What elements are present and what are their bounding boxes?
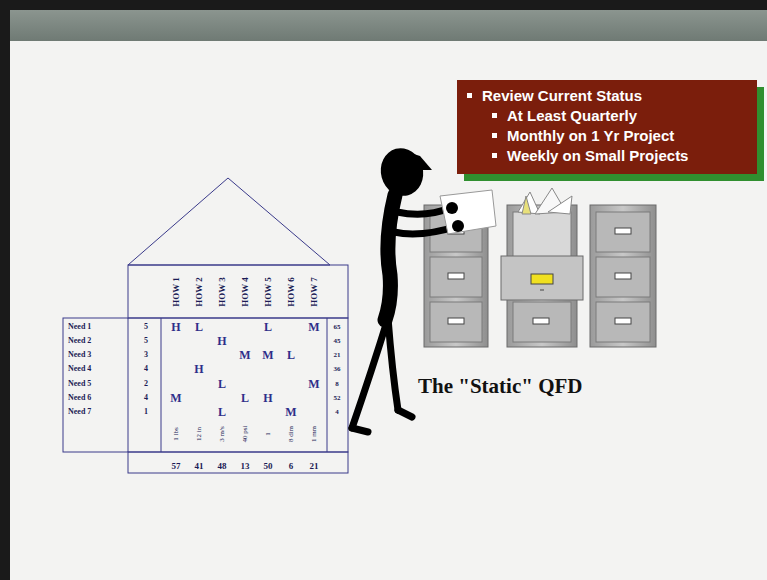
row-score: 36 xyxy=(334,366,341,373)
target-value: 1 mm xyxy=(311,426,318,442)
bullet-mark xyxy=(492,113,497,118)
row-score: 21 xyxy=(334,352,341,359)
column-score: 21 xyxy=(310,462,319,471)
relationship-symbol: L xyxy=(218,378,226,390)
bullet-row: At Least Quarterly xyxy=(467,106,747,126)
column-score: 41 xyxy=(195,462,204,471)
column-score: 6 xyxy=(289,462,294,471)
need-label: Need 6 xyxy=(68,394,91,402)
row-score: 65 xyxy=(334,324,341,331)
relationship-symbol: M xyxy=(170,392,181,404)
need-label: Need 7 xyxy=(68,408,91,416)
relationship-symbol: M xyxy=(239,349,250,361)
importance-value: 5 xyxy=(144,323,148,331)
row-score: 52 xyxy=(334,395,341,402)
row-score: 8 xyxy=(335,381,339,388)
need-label: Need 3 xyxy=(68,351,91,359)
relationship-symbol: L xyxy=(287,349,295,361)
relationship-symbol: M xyxy=(262,349,273,361)
relationship-symbol: M xyxy=(308,378,319,390)
relationship-symbol: L xyxy=(195,321,203,333)
row-score: 45 xyxy=(334,338,341,345)
column-score: 50 xyxy=(264,462,273,471)
column-score: 13 xyxy=(241,462,250,471)
bullet-row: Review Current Status xyxy=(467,86,747,106)
bullet-row: Weekly on Small Projects xyxy=(467,146,747,166)
bullet-item: At Least Quarterly xyxy=(507,107,637,124)
bullet-row: Monthly on 1 Yr Project xyxy=(467,126,747,146)
relationship-symbol: M xyxy=(285,406,296,418)
relationship-symbol: L xyxy=(218,406,226,418)
relationship-symbol: L xyxy=(241,392,249,404)
importance-value: 1 xyxy=(144,408,148,416)
how-header: HOW 4 xyxy=(241,277,250,307)
how-header: HOW 2 xyxy=(195,277,204,307)
how-header: HOW 5 xyxy=(264,277,273,307)
bullet-item: Weekly on Small Projects xyxy=(507,147,688,164)
column-score: 48 xyxy=(218,462,227,471)
relationship-symbol: H xyxy=(217,335,226,347)
how-header: HOW 3 xyxy=(218,277,227,307)
need-label: Need 1 xyxy=(68,323,91,331)
house-of-quality xyxy=(63,178,348,473)
how-header: HOW 1 xyxy=(172,277,181,307)
target-value: 1 xyxy=(265,432,272,436)
row-score: 4 xyxy=(335,409,339,416)
need-label: Need 4 xyxy=(68,365,91,373)
need-label: Need 2 xyxy=(68,337,91,345)
target-value: 12 in xyxy=(196,427,203,441)
slide-caption: The "Static" QFD xyxy=(418,376,582,397)
importance-value: 4 xyxy=(144,365,148,373)
how-header: HOW 7 xyxy=(310,277,319,307)
relationship-symbol: H xyxy=(171,321,180,333)
how-header: HOW 6 xyxy=(287,277,296,307)
bullet-heading: Review Current Status xyxy=(482,87,642,104)
target-value: 8 dim xyxy=(288,426,295,442)
bullet-mark xyxy=(492,153,497,158)
bullet-item: Monthly on 1 Yr Project xyxy=(507,127,674,144)
bullet-box: Review Current Status At Least QuarterlyM… xyxy=(457,80,757,174)
bullet-mark xyxy=(492,133,497,138)
target-value: 1 lbs xyxy=(173,427,180,440)
target-value: 3 m/s xyxy=(219,426,226,441)
relationship-symbol: H xyxy=(263,392,272,404)
bullet-mark xyxy=(467,93,472,98)
relationship-symbol: M xyxy=(308,321,319,333)
importance-value: 5 xyxy=(144,337,148,345)
column-score: 57 xyxy=(172,462,181,471)
relationship-symbol: L xyxy=(264,321,272,333)
title-bar xyxy=(10,10,767,41)
importance-value: 2 xyxy=(144,380,148,388)
file-cabinets xyxy=(424,188,656,347)
importance-value: 4 xyxy=(144,394,148,402)
relationship-symbol: H xyxy=(194,363,203,375)
need-label: Need 5 xyxy=(68,380,91,388)
target-value: 40 psi xyxy=(242,426,249,443)
importance-value: 3 xyxy=(144,351,148,359)
